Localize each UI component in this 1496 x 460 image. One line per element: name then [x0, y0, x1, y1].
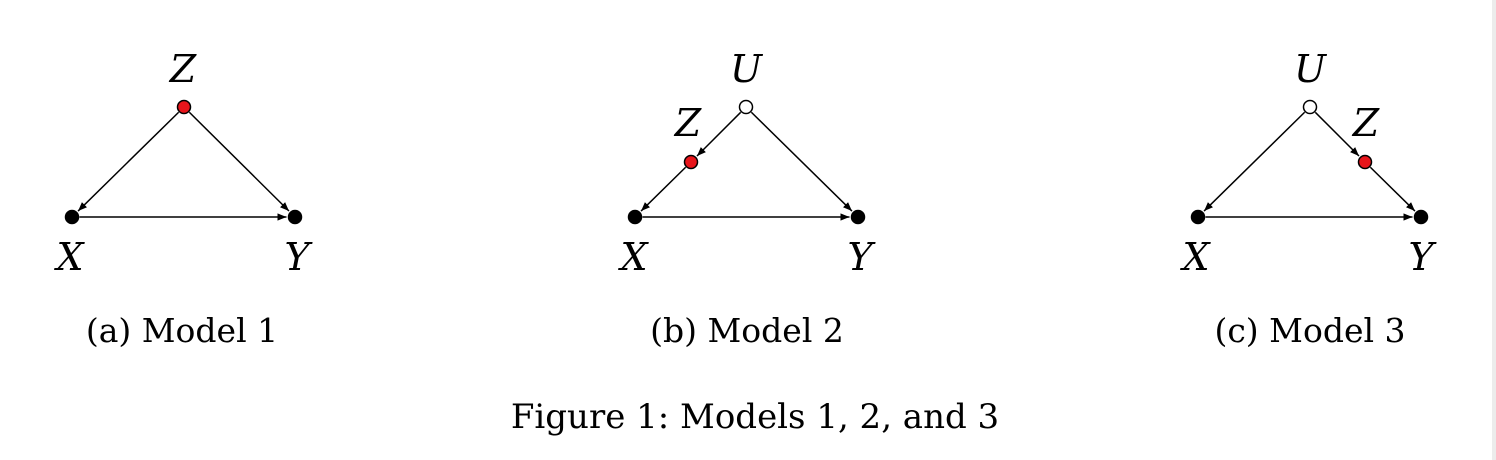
node-x — [1190, 209, 1206, 225]
panel-caption-b: (b) Model 2 — [650, 311, 844, 350]
node-label-y: Y — [284, 235, 313, 279]
node-label-z: Z — [1352, 101, 1380, 145]
node-y — [287, 209, 303, 225]
node-u — [1302, 99, 1318, 115]
node-label-x: X — [1179, 235, 1211, 279]
edge-u-to-y — [750, 111, 853, 212]
node-label-y: Y — [1408, 235, 1437, 279]
panel-caption-a: (a) Model 1 — [86, 311, 278, 350]
edge-z-to-x — [640, 166, 687, 212]
node-label-u: U — [1294, 47, 1328, 91]
node-label-u: U — [730, 47, 764, 91]
node-z — [1357, 154, 1373, 170]
node-z — [176, 99, 192, 115]
panel-caption-c: (c) Model 3 — [1214, 311, 1405, 350]
page-edge-rule — [1492, 0, 1496, 460]
edge-z-to-y — [1369, 166, 1416, 212]
edge-u-to-z — [1314, 111, 1360, 157]
node-x — [627, 209, 643, 225]
node-x — [64, 209, 80, 225]
node-label-z: Z — [169, 47, 197, 91]
node-u — [738, 99, 754, 115]
node-label-x: X — [53, 235, 85, 279]
node-z — [683, 154, 699, 170]
node-label-y: Y — [847, 235, 876, 279]
panel-model-2: UZ X Y — [617, 47, 876, 279]
edge-z-to-y — [188, 111, 290, 212]
edge-u-to-x — [1203, 111, 1306, 212]
node-label-x: X — [617, 235, 649, 279]
panel-model-1: Z X Y — [53, 47, 313, 279]
edge-z-to-x — [77, 111, 180, 212]
node-label-z: Z — [674, 101, 702, 145]
node-y — [850, 209, 866, 225]
figure-caption: Figure 1: Models 1, 2, and 3 — [511, 397, 999, 437]
panel-model-3: UZ X Y — [1179, 47, 1437, 279]
node-y — [1413, 209, 1429, 225]
edge-u-to-z — [696, 111, 742, 157]
